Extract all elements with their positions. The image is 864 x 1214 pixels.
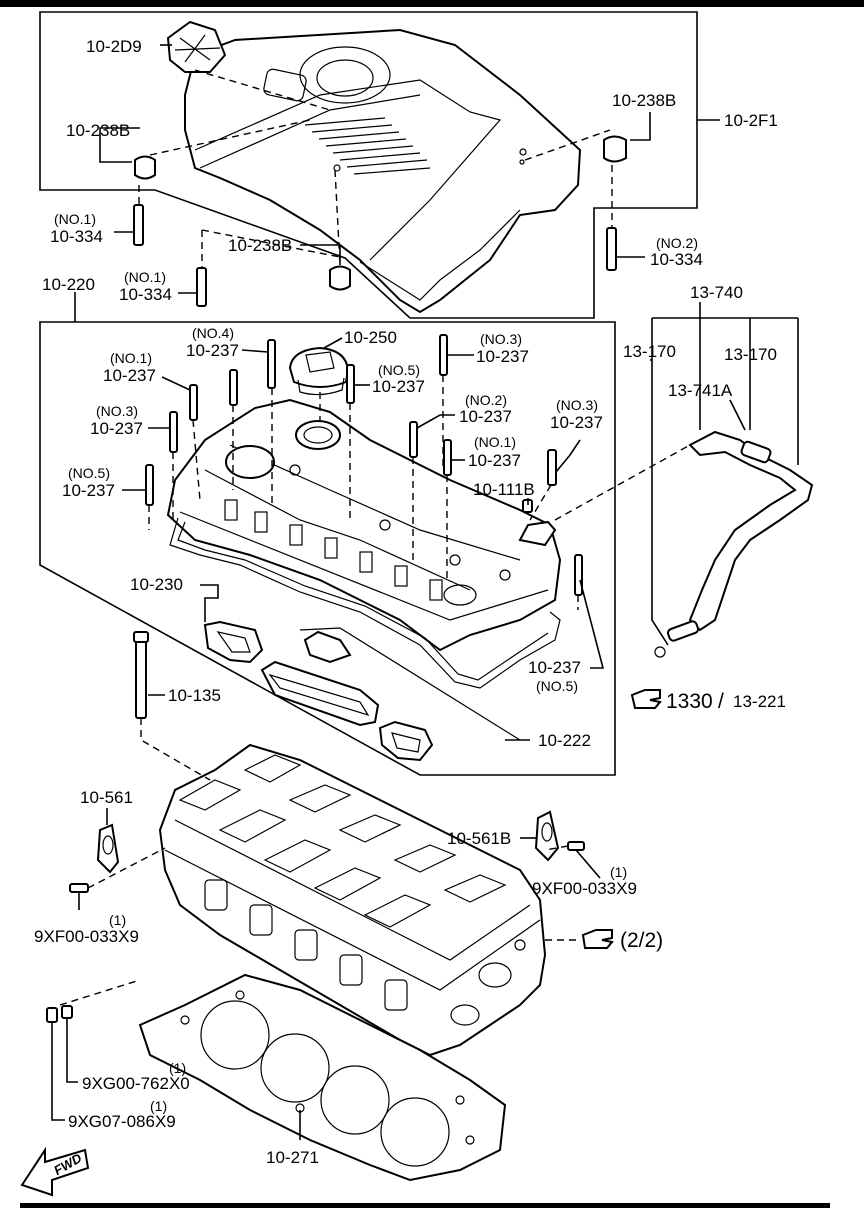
label-no5-b: (NO.5): [68, 465, 110, 481]
label-10-237-no5b: 10-237: [62, 481, 115, 500]
label-no1-a: (NO.1): [54, 211, 96, 227]
label-10-2D9: 10-2D9: [86, 37, 142, 56]
label-10-230: 10-230: [130, 575, 183, 594]
label-no4: (NO.4): [192, 325, 234, 341]
label-9XF00-b: 9XF00-033X9: [34, 927, 139, 946]
label-10-238B-left: 10-238B: [66, 121, 130, 140]
label-no1-b: (NO.1): [124, 269, 166, 285]
cap-cover-10-2D9: [160, 20, 227, 73]
label-10-561: 10-561: [80, 788, 133, 807]
label-10-238B-right: 10-238B: [612, 91, 676, 110]
label-no5-a: (NO.5): [378, 362, 420, 378]
label-10-2F1: 10-2F1: [724, 111, 778, 130]
label-9XF00-a: 9XF00-033X9: [532, 879, 637, 898]
label-qty1-c: (1): [169, 1060, 186, 1076]
label-10-222: 10-222: [538, 731, 591, 750]
cylinder-head: [158, 743, 547, 1057]
label-10-237-no5c: 10-237: [528, 658, 581, 677]
label-10-237-no3a: 10-237: [476, 347, 529, 366]
label-1330: 1330: [666, 690, 713, 713]
label-qty1-b: (1): [109, 912, 126, 928]
label-qty1-d: (1): [150, 1098, 167, 1114]
head-cover-leaders: [122, 349, 605, 696]
bottom-rule: [20, 1203, 830, 1208]
label-10-334-c: 10-334: [650, 250, 703, 269]
top-rule: [0, 0, 864, 7]
label-10-334-b: 10-334: [119, 285, 172, 304]
label-10-250: 10-250: [344, 328, 397, 347]
label-10-561B: 10-561B: [447, 829, 511, 848]
label-no3-c: (NO.3): [556, 397, 598, 413]
grommet-10-238B-right: [603, 112, 651, 163]
engine-cover: [184, 28, 582, 314]
oil-filler-cap: [288, 337, 350, 396]
fwd-arrow-icon: FWD: [20, 1146, 90, 1197]
label-10-237-no5a: 10-237: [372, 377, 425, 396]
label-9XG00: 9XG00-762X0: [82, 1074, 190, 1093]
label-10-220: 10-220: [42, 275, 95, 294]
label-13-221: 13-221: [733, 692, 786, 711]
pcv-hose-group: [650, 302, 814, 658]
part-labels: 10-2D9 10-238B 10-238B 10-2F1 (NO.1) 10-…: [34, 37, 786, 1167]
label-no2-b: (NO.2): [465, 392, 507, 408]
label-13-740: 13-740: [690, 283, 743, 302]
label-10-238B-center: 10-238B: [228, 236, 292, 255]
engine-hook-10-561B: [520, 810, 560, 862]
bolt-10-334-no1-b: [178, 267, 207, 307]
label-qty1-a: (1): [610, 864, 627, 880]
label-10-111B: 10-111B: [473, 480, 535, 499]
label-no5-c: (NO.5): [536, 678, 578, 694]
head-bolt-10-135: [133, 631, 211, 781]
label-no1-d: (NO.1): [474, 434, 516, 450]
label-13-741A: 13-741A: [668, 381, 733, 400]
label-10-237-no4: 10-237: [186, 341, 239, 360]
bolts-9XF00: [69, 841, 601, 910]
label-10-334-a: 10-334: [50, 227, 103, 246]
grommet-10-238B-left: [99, 127, 156, 180]
head-cover-group: [39, 292, 616, 776]
label-9XG07: 9XG07-086X9: [68, 1112, 176, 1131]
label-no3-b: (NO.3): [96, 403, 138, 419]
pointing-hand-icon-2-2: [545, 929, 614, 949]
label-no2-a: (NO.2): [656, 235, 698, 251]
bolts-9XG: [46, 979, 141, 1121]
engine-cover-group: [39, 11, 720, 319]
head-cover-dashed-lines: [148, 375, 691, 610]
label-slash: /: [718, 690, 724, 713]
label-no1-c: (NO.1): [110, 350, 152, 366]
engine-hook-10-561: [96, 808, 120, 874]
label-13-170-b: 13-170: [724, 345, 777, 364]
label-10-237-no1b: 10-237: [468, 451, 521, 470]
bolt-10-334-no1-a: [114, 204, 144, 246]
label-10-237-no3c: 10-237: [550, 413, 603, 432]
label-2-2: (2/2): [620, 929, 663, 952]
label-10-237-no3b: 10-237: [90, 419, 143, 438]
label-13-170-a: 13-170: [623, 342, 676, 361]
cylinder-head-cover: [166, 398, 562, 652]
pointing-hand-icon-1330: [630, 689, 662, 709]
label-10-135: 10-135: [168, 686, 221, 705]
head-gasket: [138, 973, 507, 1182]
label-no3-a: (NO.3): [480, 331, 522, 347]
head-cover-gasket: [169, 517, 561, 689]
label-10-237-no1a: 10-237: [103, 366, 156, 385]
plug-tube-gasket: [203, 620, 530, 762]
label-10-237-no2: 10-237: [459, 407, 512, 426]
bolt-10-334-no2: [606, 227, 645, 271]
label-10-271: 10-271: [266, 1148, 319, 1167]
